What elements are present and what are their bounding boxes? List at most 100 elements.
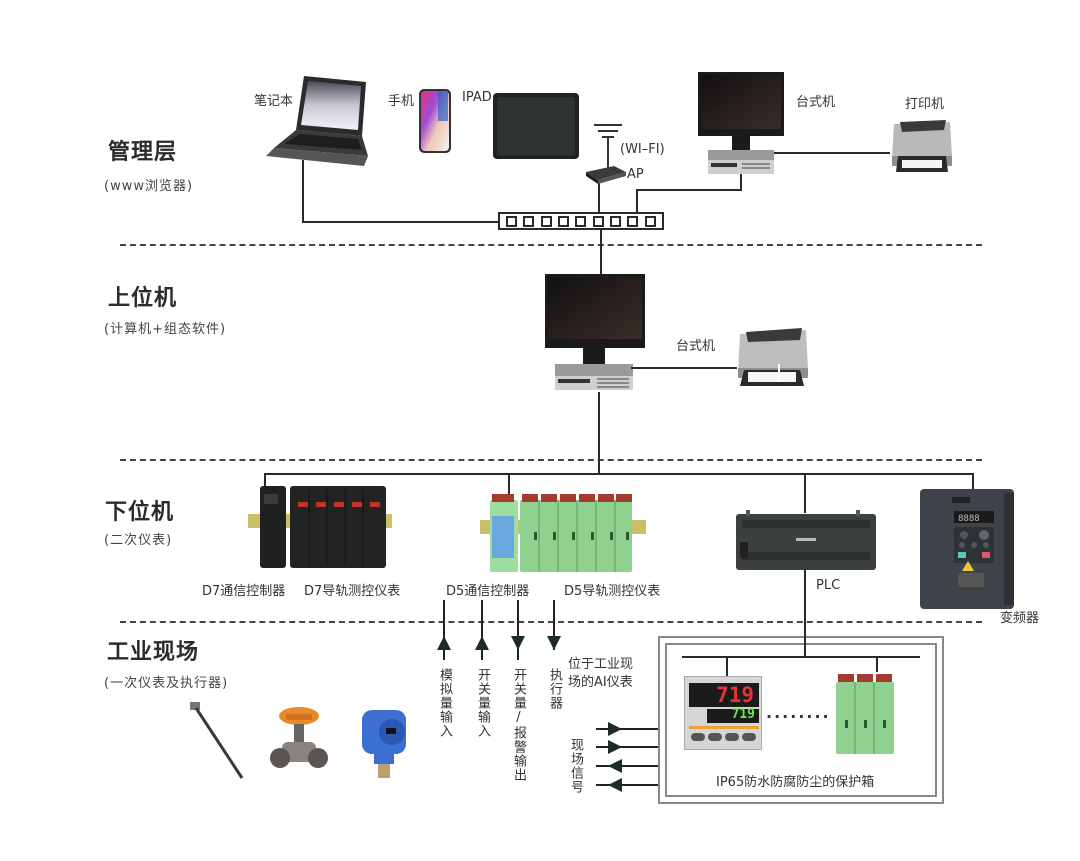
wire bbox=[972, 473, 974, 489]
arrow-right-icon bbox=[608, 722, 622, 736]
arrow-right-icon bbox=[608, 740, 622, 754]
control-valve-icon bbox=[270, 707, 328, 768]
box-label: IP65防水防腐防尘的保护箱 bbox=[716, 775, 875, 790]
field-signal-arrows bbox=[596, 722, 660, 792]
d5-comm-label: D5通信控制器 bbox=[446, 584, 530, 599]
ai-note-line2: 场的AI仪表 bbox=[568, 675, 633, 690]
printer-label: 打印机 bbox=[905, 97, 945, 112]
wire bbox=[804, 570, 806, 656]
wire bbox=[876, 656, 878, 672]
wire bbox=[636, 189, 638, 214]
ai-note-line1: 位于工业现 bbox=[568, 657, 634, 672]
controller-button bbox=[708, 733, 722, 741]
layer-title-management: 管理层 bbox=[108, 140, 178, 165]
switch-port bbox=[558, 215, 570, 227]
wire bbox=[600, 230, 602, 276]
box-bus-line bbox=[682, 656, 920, 658]
smartphone-icon bbox=[419, 89, 451, 153]
arrow-down-icon bbox=[547, 636, 561, 650]
controller-display-pv: 719 bbox=[689, 683, 759, 707]
signal-label-actuator: 执行器 bbox=[547, 668, 562, 710]
signal-arrows bbox=[437, 600, 561, 660]
controller-display-sv: 719 bbox=[707, 707, 759, 723]
layer-subtitle-host: (计算机+组态软件) bbox=[104, 322, 227, 337]
ai-controller: 719 719 bbox=[684, 676, 762, 750]
wifi-antenna-icon bbox=[586, 124, 626, 184]
signal-label-analog-input: 模拟量输入 bbox=[437, 668, 452, 738]
sv-value: 719 bbox=[731, 707, 755, 722]
d5-module-group-icon bbox=[480, 494, 646, 572]
wire bbox=[598, 181, 600, 214]
layer-subtitle-field: (一次仪表及执行器) bbox=[104, 676, 229, 691]
signal-label-digital-alarm-output: 开关量/报警输出 bbox=[511, 668, 526, 782]
box-inner-frame bbox=[665, 643, 937, 797]
field-signal-label: 现场信号 bbox=[568, 738, 583, 794]
wire bbox=[636, 189, 742, 191]
layer-divider bbox=[120, 621, 982, 623]
layer-divider bbox=[120, 244, 982, 246]
switch-port bbox=[523, 215, 535, 227]
layer-divider bbox=[120, 459, 982, 461]
box-rail-modules-icon bbox=[836, 674, 894, 754]
ellipsis: ........ bbox=[766, 703, 831, 722]
network-switch bbox=[498, 212, 664, 230]
laptop-icon bbox=[266, 76, 368, 166]
pv-value: 719 bbox=[716, 683, 754, 707]
host-computer-icon bbox=[545, 274, 645, 390]
phone-label: 手机 bbox=[388, 94, 415, 109]
wire bbox=[598, 392, 600, 474]
vfd-label: 变频器 bbox=[1000, 611, 1040, 626]
ap-label: AP bbox=[627, 167, 644, 182]
printer-icon bbox=[892, 120, 952, 172]
frequency-inverter-icon: 8888 bbox=[920, 489, 1014, 609]
arrow-down-icon bbox=[511, 636, 525, 650]
controller-bar bbox=[689, 726, 759, 729]
controller-button bbox=[691, 733, 705, 741]
arrow-up-icon bbox=[475, 636, 489, 650]
wire bbox=[631, 367, 737, 369]
layer-title-field: 工业现场 bbox=[107, 640, 200, 665]
switch-port bbox=[540, 215, 552, 227]
switch-port bbox=[592, 215, 604, 227]
wire bbox=[772, 152, 890, 154]
switch-port bbox=[575, 215, 587, 227]
host-desktop-label: 台式机 bbox=[676, 339, 716, 354]
wire bbox=[302, 160, 304, 222]
switch-port bbox=[627, 215, 639, 227]
signal-label-digital-input: 开关量输入 bbox=[475, 668, 490, 738]
controller-button bbox=[742, 733, 756, 741]
d7-rail-label: D7导轨测控仪表 bbox=[304, 584, 401, 599]
layer-subtitle-management: (www浏览器) bbox=[104, 179, 194, 194]
arrow-left-icon bbox=[608, 778, 622, 792]
host-printer-icon bbox=[738, 328, 808, 386]
layer-title-lower: 下位机 bbox=[105, 500, 175, 525]
d5-rail-label: D5导轨测控仪表 bbox=[564, 584, 661, 599]
controller-buttons bbox=[691, 733, 756, 741]
switch-port bbox=[506, 215, 518, 227]
plc-icon bbox=[736, 510, 876, 570]
laptop-label: 笔记本 bbox=[254, 94, 294, 109]
pressure-transmitter-icon bbox=[362, 710, 406, 778]
temperature-probe-icon bbox=[190, 702, 244, 779]
switch-port bbox=[644, 215, 656, 227]
tablet-icon bbox=[493, 93, 579, 159]
wire bbox=[302, 221, 500, 223]
desktop-label: 台式机 bbox=[796, 95, 836, 110]
wire bbox=[508, 473, 510, 499]
switch-port bbox=[610, 215, 622, 227]
layer-subtitle-lower: (二次仪表) bbox=[104, 533, 173, 548]
wifi-label: (WI–FI) bbox=[620, 142, 665, 157]
layer-title-host: 上位机 bbox=[108, 286, 178, 311]
wire bbox=[264, 473, 266, 487]
wire bbox=[804, 473, 806, 513]
d7-comm-label: D7通信控制器 bbox=[202, 584, 286, 599]
ipad-label: IPAD bbox=[462, 90, 492, 105]
d7-module-group-icon bbox=[248, 486, 392, 568]
controller-button bbox=[725, 733, 739, 741]
svg-text:8888: 8888 bbox=[958, 514, 980, 524]
wire bbox=[740, 172, 742, 191]
wire bbox=[726, 656, 728, 676]
desktop-computer-icon bbox=[698, 72, 784, 174]
plc-label: PLC bbox=[816, 578, 841, 593]
arrow-up-icon bbox=[437, 636, 451, 650]
